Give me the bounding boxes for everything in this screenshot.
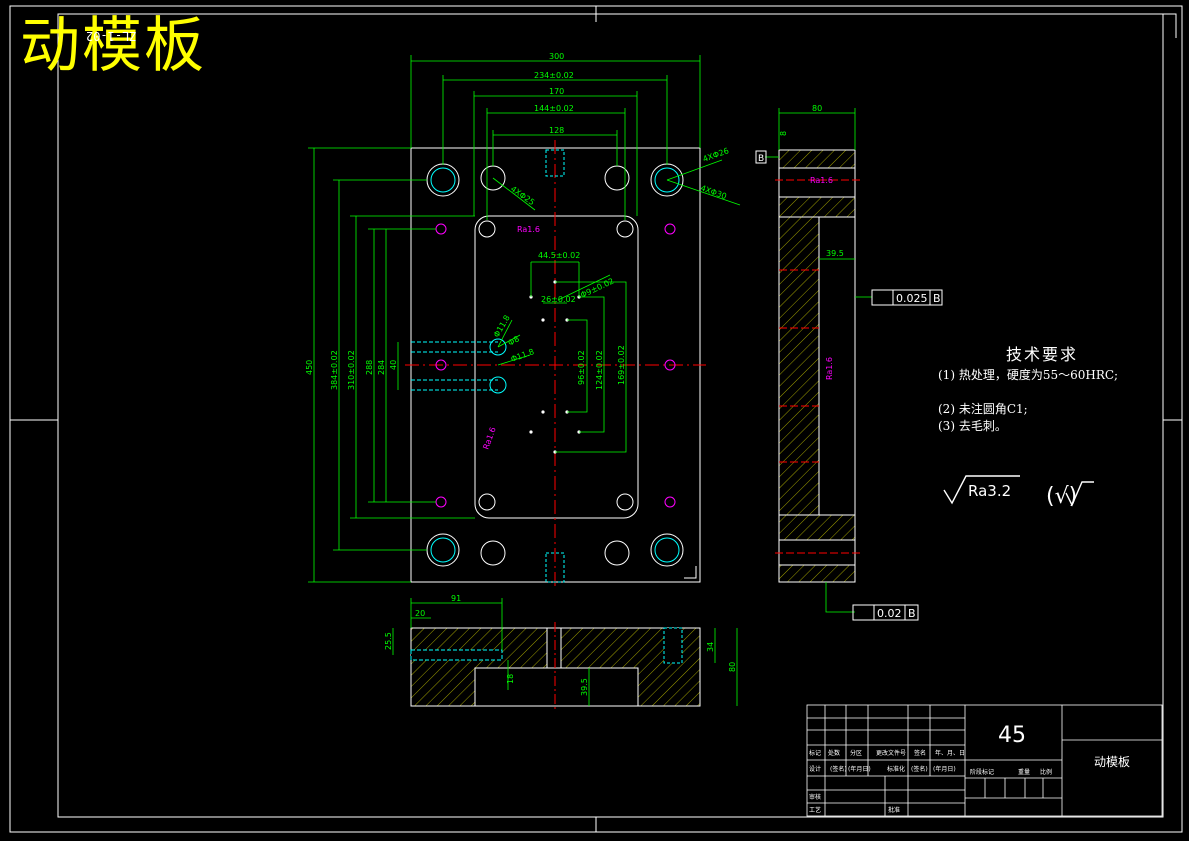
dim-text: 4XΦ26 [702,146,730,164]
datum-label: B [758,154,764,164]
ra-mark: Ra1.6 [810,176,833,185]
dim-text: 40 [389,360,398,370]
tech-requirements-heading: 技术要求 [1006,345,1079,364]
dim-text: Φ11.8 [510,347,536,364]
tolerance-frames [755,150,943,621]
perpendicular-value: 0.02 [877,607,902,620]
dim-text: 144±0.02 [534,104,574,113]
dim-text: 39.5 [826,249,844,258]
dim-text: 128 [549,126,564,135]
ra-mark: Ra1.6 [825,357,834,380]
dim-text: Φ8 [507,334,521,347]
dim-text: 170 [549,87,564,96]
drawing-title: 动模板 [20,11,206,81]
dim-text: 300 [549,52,564,61]
roughness-symbol [943,475,1094,507]
tb-label: 年、月、日 [935,749,965,757]
dim-text: Φ9±0.02 [579,276,615,299]
tb-label: (签名) [830,765,847,773]
default-roughness: Ra3.2 [968,482,1011,500]
dim-text: 34 [706,642,715,652]
dim-text: 169±0.02 [617,345,626,385]
dim-text: 80 [728,662,737,672]
dim-text: 288 [365,360,374,375]
dim-text: 4XΦ30 [699,183,727,201]
dim-text: 4XΦ25 [509,184,536,207]
tb-label: (年月日) [933,765,956,773]
dim-text: 384±0.02 [330,350,339,390]
tech-requirement-item: (2) 未注圆角C1; [938,402,1028,416]
tb-label: 标准化 [887,765,905,773]
tb-label: 更改文件号 [876,749,906,757]
side-view [765,108,872,613]
parallel-value: 0.025 [896,292,928,305]
tb-label: 处数 [828,749,840,757]
tb-label: 分区 [850,749,862,757]
dim-text: 284 [377,360,386,375]
ra-mark: Ra1.6 [517,225,540,234]
datum-label: B [908,607,916,620]
tb-label: 批准 [888,806,900,814]
dim-text: 450 [305,360,314,375]
material: 45 [998,723,1026,748]
plan-view [405,140,706,590]
section-view [392,598,738,712]
dim-text: 25.5 [384,632,393,650]
dim-text: 80 [812,104,822,113]
dim-text: 20 [415,609,425,618]
tb-label: 设计 [809,765,821,773]
dim-text: 44.5±0.02 [538,251,580,260]
datum-label: B [933,292,941,305]
dim-text: 39.5 [580,678,589,696]
tech-requirement-item: (1) 热处理，硬度为55～60HRC; [938,368,1119,382]
tb-label: 比例 [1040,768,1052,776]
dim-text: 124±0.02 [595,350,604,390]
dimension-texts: 300 234±0.02 170 144±0.02 128 450 384±0.… [305,52,844,696]
tb-label: 签名 [914,749,926,757]
tech-requirement-item: (3) 去毛刺。 [938,419,1007,433]
dim-text: 96±0.02 [577,350,586,385]
tb-label: 标记 [809,749,821,757]
ra-mark: Ra1.6 [481,426,497,451]
dimension-lines [308,55,741,583]
tb-label: 审核 [809,793,821,801]
dim-text: 234±0.02 [534,71,574,80]
tb-label: 阶段标记 [970,768,994,776]
dim-text: 26±0.02 [541,295,576,304]
part-name: 动模板 [1094,755,1130,769]
dim-text: 8 [779,131,788,136]
dim-text: 91 [451,594,461,603]
tb-label: (年月日) [848,765,871,773]
tb-label: 重量 [1018,768,1030,776]
other-roughness: (√) [1046,484,1077,509]
frame-border [9,5,1183,833]
dim-text: 18 [506,674,515,684]
title-block [806,704,1163,817]
tb-label: 工艺 [809,806,821,814]
tb-label: (签名) [911,765,928,773]
title-block-labels: 标记 处数 分区 更改文件号 签名 年、月、日 设计 (签名) (年月日) 标准… [809,749,1052,814]
drawing-code: ZL-1-02 [86,29,137,43]
dim-text: 310±0.02 [347,350,356,390]
